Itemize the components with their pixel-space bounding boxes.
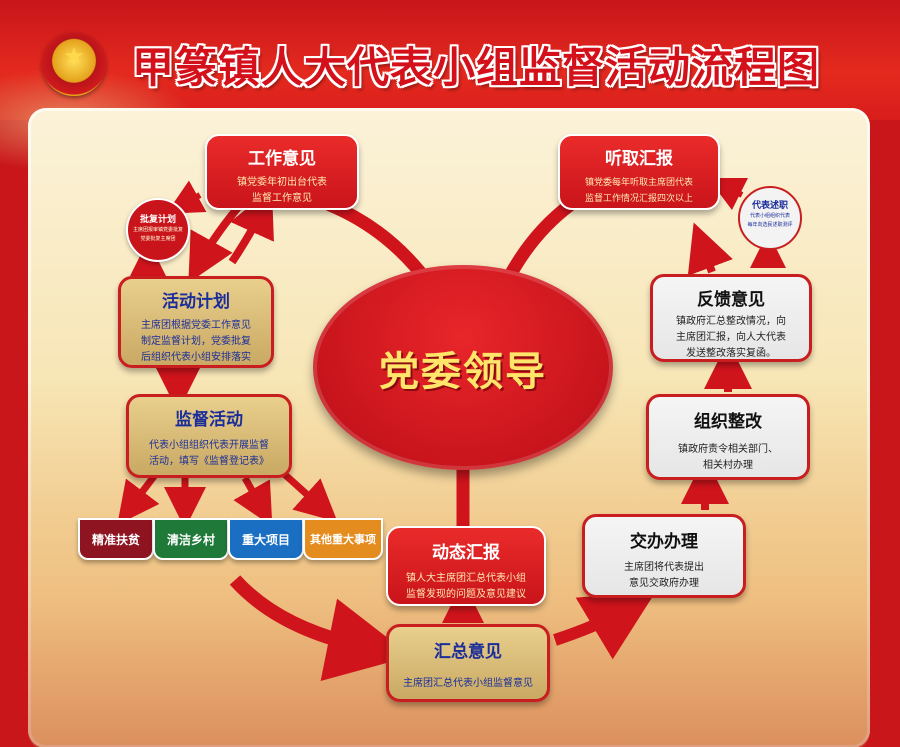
node-desc-line: 监督工作意见 xyxy=(207,191,357,207)
tag-label: 精准扶贫 xyxy=(92,531,140,548)
tag-label: 其他重大事项 xyxy=(310,531,376,547)
node-desc-line: 代表小组组织代表开展监督 xyxy=(129,438,289,454)
arrow-feedback-to-listen xyxy=(702,245,712,272)
node-desc-line: 主席团将代表提出 xyxy=(585,560,743,576)
node-title: 组织整改 xyxy=(649,407,807,432)
node-desc-line: 主席团根据党委工作意见 xyxy=(121,318,271,334)
tag-label: 清洁乡村 xyxy=(167,531,215,548)
node-summary: 汇总意见 主席团汇总代表小组监督意见 xyxy=(386,624,550,702)
node-desc-line: 意见交政府办理 xyxy=(585,576,743,592)
node-title: 汇总意见 xyxy=(389,637,547,662)
arrow-to-tag-1 xyxy=(130,475,155,508)
node-desc-line: 镇人大主席团汇总代表小组 xyxy=(388,571,544,587)
node-desc-line: 制定监督计划，党委批复 xyxy=(121,334,271,350)
arrow-to-tag-3 xyxy=(245,478,262,508)
arrow-tags-to-summary xyxy=(235,580,370,648)
node-work-opinion: 工作意见 镇党委年初出台代表 监督工作意见 xyxy=(205,134,359,210)
node-desc-line: 镇政府责令相关部门、 xyxy=(649,442,807,458)
tag-poverty-alleviation: 精准扶贫 xyxy=(78,518,154,560)
tag-other-major-matters: 其他重大事项 xyxy=(303,518,383,560)
node-dynamic-report: 动态汇报 镇人大主席团汇总代表小组 监督发现的问题及意见建议 xyxy=(386,526,546,606)
node-title: 交办办理 xyxy=(585,527,743,552)
node-desc-line: 主席团报审镇党委批复 xyxy=(128,225,188,236)
node-rep-report: 代表述职 代表小组组织代表 每年向选民述职测评 xyxy=(738,186,802,250)
node-rectify: 组织整改 镇政府责令相关部门、 相关村办理 xyxy=(646,394,810,480)
node-title: 代表述职 xyxy=(740,198,800,211)
arrow-summary-to-assign xyxy=(555,610,625,640)
node-desc-line: 党委批复主席团 xyxy=(128,236,188,245)
node-desc-line: 镇政府汇总整改情况，向 xyxy=(653,314,809,330)
node-title: 批复计划 xyxy=(128,212,188,225)
node-assign: 交办办理 主席团将代表提出 意见交政府办理 xyxy=(582,514,746,598)
node-approve-plan: 批复计划 主席团报审镇党委批复 党委批复主席团 xyxy=(126,198,190,262)
node-desc-line: 监督工作情况汇报四次以上 xyxy=(560,191,718,207)
arrow-work-to-approve xyxy=(182,195,200,205)
arrow-plan-to-work xyxy=(232,210,262,262)
node-title: 工作意见 xyxy=(207,144,357,169)
arrow-to-tag-4 xyxy=(282,472,322,508)
node-desc-line: 后组织代表小组安排落实 xyxy=(121,350,271,366)
node-desc-line: 发送整改落实复函。 xyxy=(653,346,809,362)
node-title: 反馈意见 xyxy=(653,285,809,310)
node-desc-line: 主席团汇报，向人大代表 xyxy=(653,330,809,346)
tag-clean-village: 清洁乡村 xyxy=(153,518,229,560)
tag-major-projects: 重大项目 xyxy=(228,518,304,560)
node-activity-plan: 活动计划 主席团根据党委工作意见 制定监督计划，党委批复 后组织代表小组安排落实 xyxy=(118,276,274,368)
node-desc-line: 镇党委每年听取主席团代表 xyxy=(560,175,718,191)
node-supervision: 监督活动 代表小组组织代表开展监督 活动，填写《监督登记表》 xyxy=(126,394,292,478)
node-desc-line: 主席团汇总代表小组监督意见 xyxy=(389,676,547,692)
node-feedback: 反馈意见 镇政府汇总整改情况，向 主席团汇报，向人大代表 发送整改落实复函。 xyxy=(650,274,812,362)
node-title: 活动计划 xyxy=(121,287,271,312)
node-desc-line: 每年向选民述职测评 xyxy=(740,222,800,231)
center-party-leadership: 党委领导 xyxy=(313,265,613,470)
node-title: 动态汇报 xyxy=(388,538,544,563)
node-desc-line: 代表小组组织代表 xyxy=(740,211,800,222)
node-listen-report: 听取汇报 镇党委每年听取主席团代表 监督工作情况汇报四次以上 xyxy=(558,134,720,210)
node-desc-line: 活动，填写《监督登记表》 xyxy=(129,454,289,470)
node-title: 监督活动 xyxy=(129,405,289,430)
tag-label: 重大项目 xyxy=(242,531,290,548)
node-desc-line: 镇党委年初出台代表 xyxy=(207,175,357,191)
center-label: 党委领导 xyxy=(379,339,547,397)
arrow-rep-to-listen xyxy=(724,186,742,195)
node-desc-line: 相关村办理 xyxy=(649,458,807,474)
node-desc-line: 监督发现的问题及意见建议 xyxy=(388,587,544,603)
node-title: 听取汇报 xyxy=(560,144,718,169)
